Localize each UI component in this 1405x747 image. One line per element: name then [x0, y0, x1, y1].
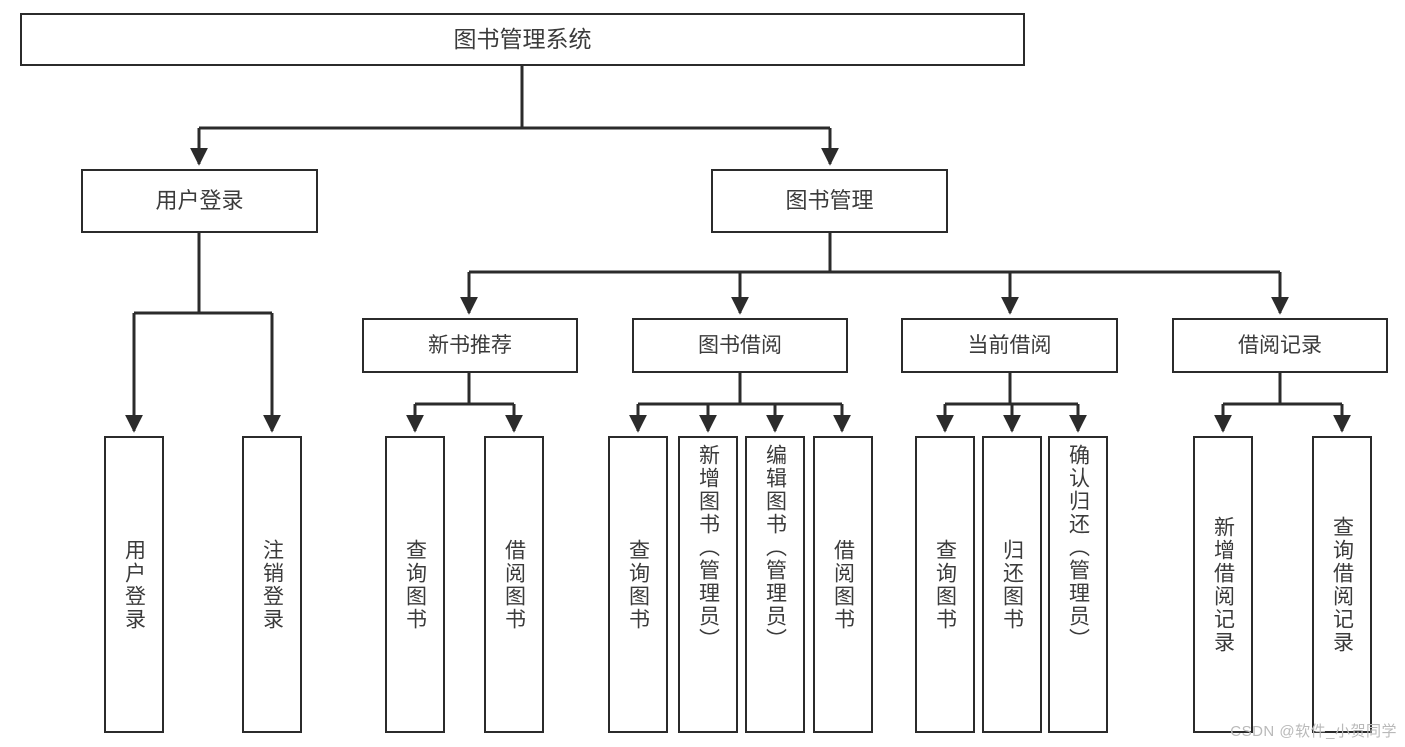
node-new-book-recommend[interactable]: 新书推荐	[362, 318, 578, 373]
leaf-user-login-login[interactable]: 用户登录	[104, 436, 164, 733]
node-current-borrow-label: 当前借阅	[967, 333, 1052, 357]
leaf-borrow-record-add[interactable]: 新增借阅记录	[1193, 436, 1253, 733]
node-book-borrow-label: 图书借阅	[698, 333, 782, 357]
leaf-current-borrow-confirm[interactable]: 确认归还（管理员）	[1048, 436, 1108, 733]
leaf-current-borrow-query-label: 查询图书	[933, 538, 957, 631]
node-borrow-record[interactable]: 借阅记录	[1172, 318, 1388, 373]
leaf-user-login-logout[interactable]: 注销登录	[242, 436, 302, 733]
leaf-user-login-login-label: 用户登录	[122, 538, 146, 631]
node-book-manage-label: 图书管理	[785, 187, 874, 213]
node-root-system[interactable]: 图书管理系统	[20, 13, 1025, 66]
leaf-new-book-borrow-label: 借阅图书	[502, 538, 526, 631]
leaf-new-book-query[interactable]: 查询图书	[385, 436, 445, 733]
leaf-book-borrow-borrow[interactable]: 借阅图书	[813, 436, 873, 733]
leaf-new-book-query-label: 查询图书	[403, 538, 427, 631]
leaf-current-borrow-return[interactable]: 归还图书	[982, 436, 1042, 733]
leaf-new-book-borrow[interactable]: 借阅图书	[484, 436, 544, 733]
leaf-book-borrow-edit-label: 编辑图书（管理员）	[763, 444, 787, 651]
leaf-book-borrow-add-label: 新增图书（管理员）	[696, 444, 720, 651]
leaf-current-borrow-confirm-label: 确认归还（管理员）	[1066, 444, 1090, 651]
leaf-current-borrow-query[interactable]: 查询图书	[915, 436, 975, 733]
leaf-user-login-logout-label: 注销登录	[260, 538, 284, 631]
leaf-book-borrow-edit[interactable]: 编辑图书（管理员）	[745, 436, 805, 733]
leaf-borrow-record-add-label: 新增借阅记录	[1211, 515, 1235, 654]
leaf-borrow-record-query-label: 查询借阅记录	[1330, 515, 1354, 654]
node-user-login-label: 用户登录	[155, 187, 244, 213]
leaf-borrow-record-query[interactable]: 查询借阅记录	[1312, 436, 1372, 733]
leaf-book-borrow-query[interactable]: 查询图书	[608, 436, 668, 733]
leaf-current-borrow-return-label: 归还图书	[1000, 538, 1024, 631]
node-borrow-record-label: 借阅记录	[1238, 333, 1322, 357]
node-user-login[interactable]: 用户登录	[81, 169, 318, 233]
leaf-book-borrow-query-label: 查询图书	[626, 538, 650, 631]
leaf-book-borrow-borrow-label: 借阅图书	[831, 538, 855, 631]
leaf-book-borrow-add[interactable]: 新增图书（管理员）	[678, 436, 738, 733]
node-book-borrow[interactable]: 图书借阅	[632, 318, 848, 373]
node-root-label: 图书管理系统	[453, 25, 592, 52]
node-book-manage[interactable]: 图书管理	[711, 169, 948, 233]
node-new-book-recommend-label: 新书推荐	[428, 333, 512, 357]
node-current-borrow[interactable]: 当前借阅	[901, 318, 1118, 373]
